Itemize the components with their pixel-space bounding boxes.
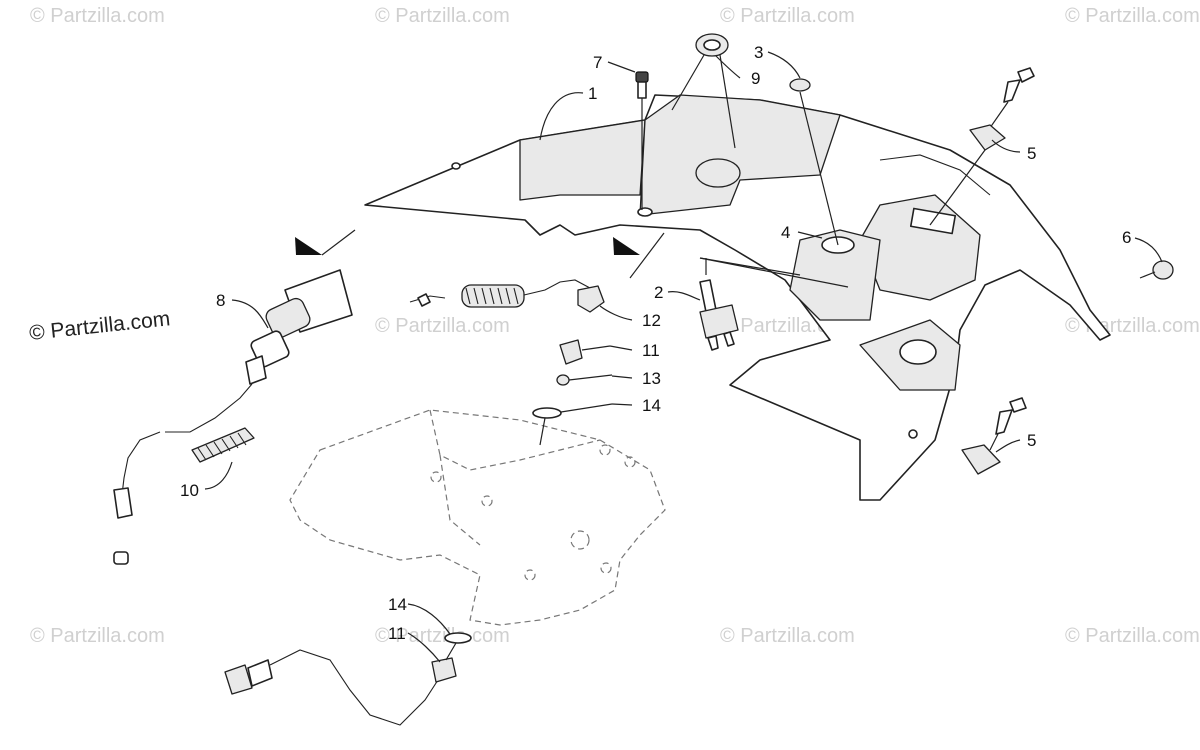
watermark-text: © Partzilla.com <box>30 625 165 647</box>
callout-2: 2 <box>654 283 663 302</box>
watermark-text: © Partzilla.com <box>1065 625 1200 647</box>
toggle-switch-part-2 <box>699 279 739 351</box>
clip-part-5-upper <box>929 67 1035 226</box>
callout-12: 12 <box>642 311 661 330</box>
callout-13: 13 <box>642 369 661 388</box>
callout-8: 8 <box>216 291 225 310</box>
watermark-text: © Partzilla.com <box>1065 5 1200 27</box>
direction-arrows <box>295 229 665 279</box>
nut-part-13 <box>556 374 613 386</box>
watermark-group: © Partzilla.com © Partzilla.com © Partzi… <box>28 5 1200 647</box>
mount-part-4 <box>699 257 849 288</box>
callout-9: 9 <box>751 69 760 88</box>
mount-hole <box>637 207 653 217</box>
callout-6: 6 <box>1122 228 1131 247</box>
screw-part-7 <box>635 71 649 210</box>
callout-5-lower: 5 <box>1027 431 1036 450</box>
callout-11-upper: 11 <box>642 341 660 360</box>
callout-10: 10 <box>180 481 199 500</box>
sleeve-part-10 <box>191 427 255 463</box>
washer-part-14-upper <box>532 403 613 446</box>
watermark-text: © Partzilla.com <box>375 625 510 647</box>
callout-5-upper: 5 <box>1027 144 1036 163</box>
console-part-1 <box>364 94 1111 501</box>
callout-14-lower: 14 <box>388 595 407 614</box>
callout-leaders <box>204 51 1163 663</box>
callout-labels: 1 2 3 4 5 5 6 7 8 9 10 11 11 12 13 14 14 <box>180 43 1131 643</box>
console-port <box>695 158 741 188</box>
callout-1: 1 <box>588 84 597 103</box>
watermark-text: © Partzilla.com <box>720 625 855 647</box>
callout-4: 4 <box>781 223 790 242</box>
grommet-part-9 <box>671 33 736 149</box>
plug-part-3 <box>789 78 839 246</box>
watermark-text: © Partzilla.com <box>375 315 510 337</box>
watermark-text: © Partzilla.com <box>375 5 510 27</box>
rivet-part-6 <box>1139 260 1174 280</box>
arrow-icon <box>613 237 640 255</box>
clip-part-5-lower <box>961 397 1027 475</box>
sensor-cable-part-11-lower <box>224 632 472 726</box>
arrow-icon <box>295 237 322 255</box>
boot-part-11-upper <box>559 339 611 365</box>
mount-hole <box>451 162 461 170</box>
callout-11-lower: 11 <box>388 624 406 643</box>
key-switch-part-8 <box>113 269 353 565</box>
callout-14-upper: 14 <box>642 396 661 415</box>
mount-hole <box>908 429 918 439</box>
watermark-text: © Partzilla.com <box>720 5 855 27</box>
tether-part-12 <box>409 279 605 313</box>
callout-7: 7 <box>593 53 602 72</box>
watermark-text: © Partzilla.com <box>30 5 165 27</box>
console-hole <box>899 339 937 365</box>
callout-3: 3 <box>754 43 763 62</box>
chassis-outline <box>289 409 666 626</box>
watermark-main-text: © Partzilla.com <box>28 307 171 345</box>
